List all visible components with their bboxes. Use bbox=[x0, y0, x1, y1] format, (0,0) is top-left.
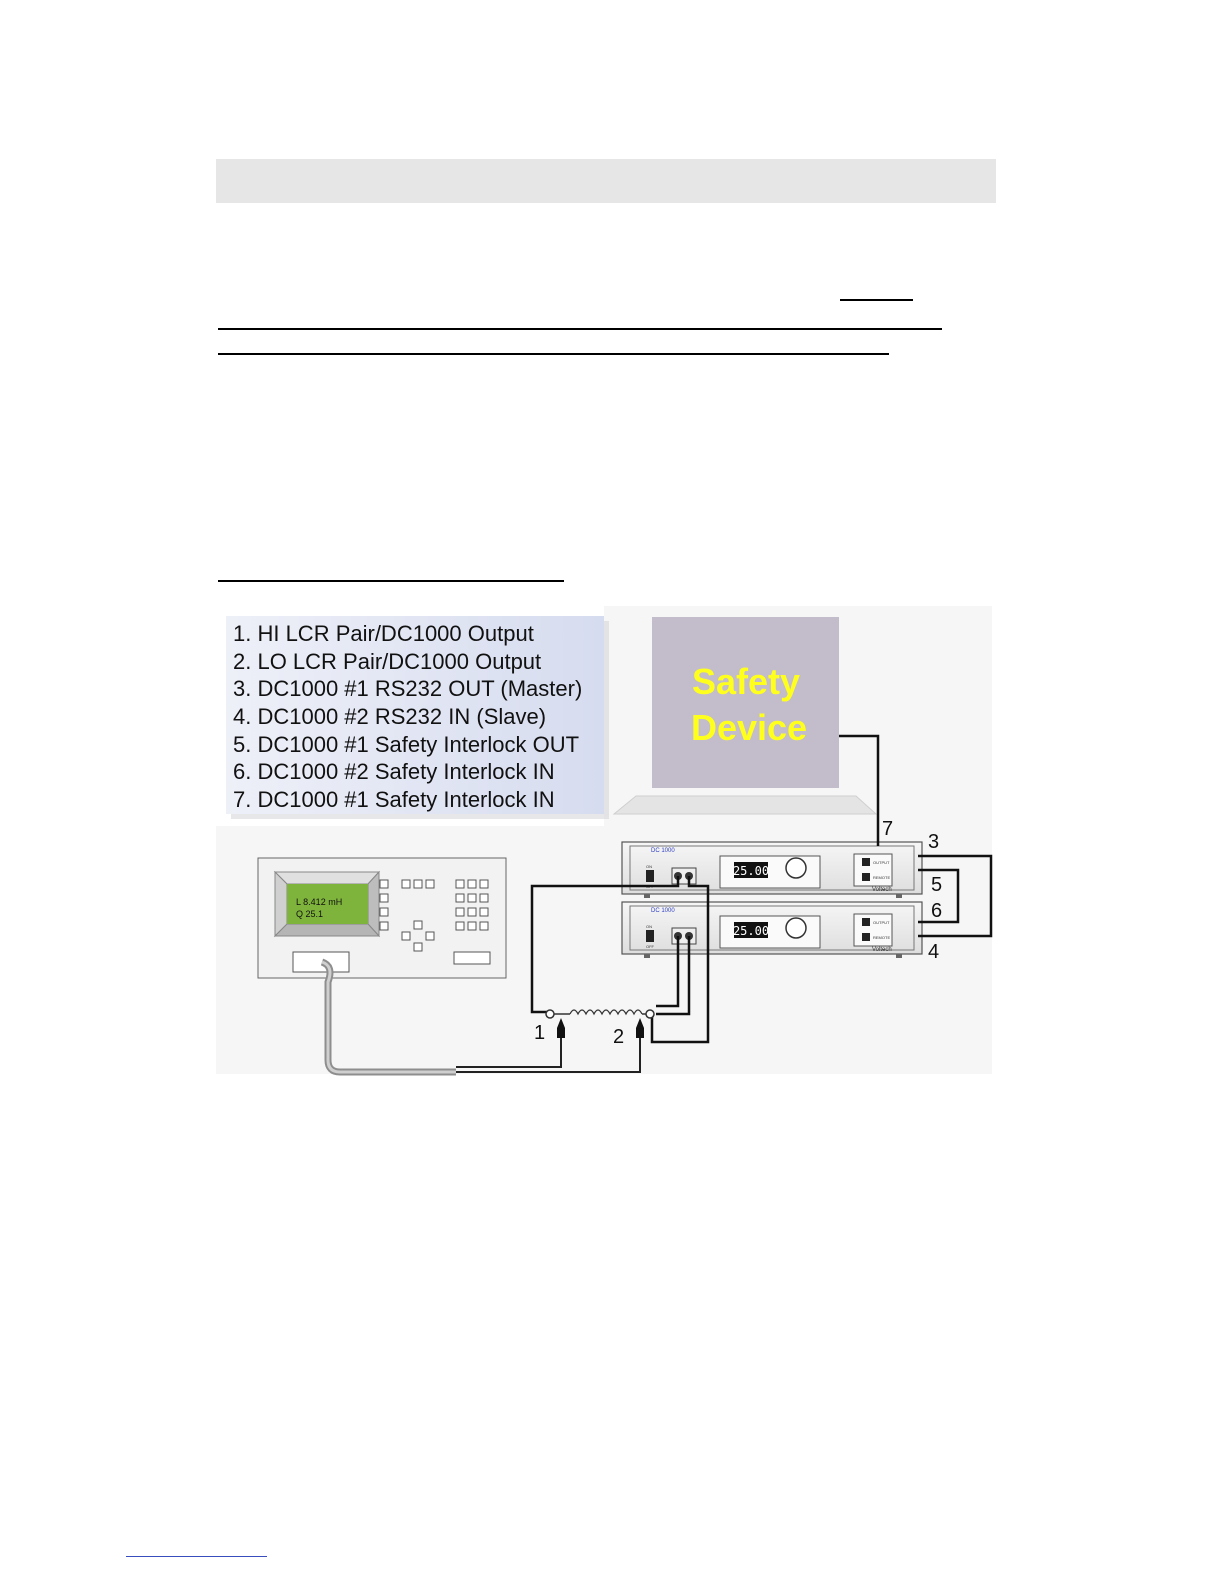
dc1000-2-knob bbox=[785, 917, 807, 939]
lcr-lcd-screen bbox=[287, 884, 368, 924]
dc1000-2-display: 25.00 bbox=[733, 924, 769, 938]
dc1000-2-power-switch bbox=[646, 930, 654, 942]
lcr-keypad bbox=[379, 879, 489, 952]
dc1000-1-power-switch bbox=[646, 870, 654, 882]
callout-4: 4 bbox=[928, 941, 939, 963]
inductor-under-test bbox=[545, 1009, 655, 1019]
dc1000-unit-1: DC 1000 ON OFF 25.00 OUTPUT REMOTE Volte… bbox=[621, 841, 923, 898]
dc1000-1-model: DC 1000 bbox=[651, 848, 675, 854]
dc1000-1-output-label: OUTPUT bbox=[873, 860, 890, 865]
kelvin-clip-1 bbox=[557, 1018, 565, 1038]
section-header-bar bbox=[216, 159, 996, 203]
legend-item-3: 3. DC1000 #1 RS232 OUT (Master) bbox=[233, 676, 582, 701]
underline-rule-3 bbox=[218, 353, 889, 355]
safety-device-label-1: Safety bbox=[692, 661, 800, 702]
connection-wires bbox=[530, 734, 993, 1044]
lcr-cable-highlight bbox=[321, 960, 456, 1074]
dc1000-2-brand: Voltech bbox=[872, 947, 892, 953]
dc1000-2-off-label: OFF bbox=[646, 944, 655, 949]
underline-rule-2 bbox=[218, 328, 942, 330]
callout-1: 1 bbox=[534, 1022, 545, 1044]
callout-5: 5 bbox=[931, 874, 942, 896]
dc1000-2-remote-label: REMOTE bbox=[873, 935, 890, 940]
inductor-terminal-1 bbox=[545, 1009, 555, 1019]
lcr-meter: L 8.412 mH Q 25.1 bbox=[257, 857, 507, 979]
underline-rule-4 bbox=[218, 580, 564, 582]
dc1000-1-display: 25.00 bbox=[733, 864, 769, 878]
callout-6: 6 bbox=[931, 900, 942, 922]
dc1000-1-brand: Voltech bbox=[872, 887, 892, 893]
lcr-readout-q: Q 25.1 bbox=[296, 909, 323, 919]
safety-device-label-2: Device bbox=[691, 707, 807, 748]
connection-diagram: 1. HI LCR Pair/DC1000 Output 2. LO LCR P… bbox=[216, 606, 994, 1076]
dc1000-2-on-label: ON bbox=[646, 924, 652, 929]
dc1000-1-knob bbox=[785, 857, 807, 879]
legend-item-5: 5. DC1000 #1 Safety Interlock OUT bbox=[233, 732, 579, 757]
dc1000-2-output-label: OUTPUT bbox=[873, 920, 890, 925]
callout-7: 7 bbox=[882, 818, 893, 840]
legend-item-6: 6. DC1000 #2 Safety Interlock IN bbox=[233, 759, 555, 784]
dc1000-2-model: DC 1000 bbox=[651, 908, 675, 914]
dc1000-1-remote-label: REMOTE bbox=[873, 875, 890, 880]
footer-link-underline[interactable] bbox=[126, 1556, 267, 1557]
legend-box: 1. HI LCR Pair/DC1000 Output 2. LO LCR P… bbox=[226, 616, 609, 819]
legend-item-1: 1. HI LCR Pair/DC1000 Output bbox=[233, 621, 534, 646]
dc1000-1-on-label: ON bbox=[646, 864, 652, 869]
kelvin-clip-2 bbox=[636, 1018, 644, 1038]
legend-item-7: 7. DC1000 #1 Safety Interlock IN bbox=[233, 787, 555, 812]
lcr-readout-l: L 8.412 mH bbox=[296, 897, 342, 907]
callout-2: 2 bbox=[613, 1026, 624, 1048]
inductor-terminal-2 bbox=[645, 1009, 655, 1019]
legend-item-4: 4. DC1000 #2 RS232 IN (Slave) bbox=[233, 704, 546, 729]
dc1000-unit-2: DC 1000 ON OFF 25.00 OUTPUT REMOTE Volte… bbox=[621, 901, 923, 958]
lcr-lead-wires bbox=[456, 1038, 641, 1073]
safety-device: Safety Device bbox=[612, 617, 878, 815]
underline-rule-1 bbox=[840, 299, 913, 301]
callout-3: 3 bbox=[928, 831, 939, 853]
legend-item-2: 2. LO LCR Pair/DC1000 Output bbox=[233, 649, 541, 674]
